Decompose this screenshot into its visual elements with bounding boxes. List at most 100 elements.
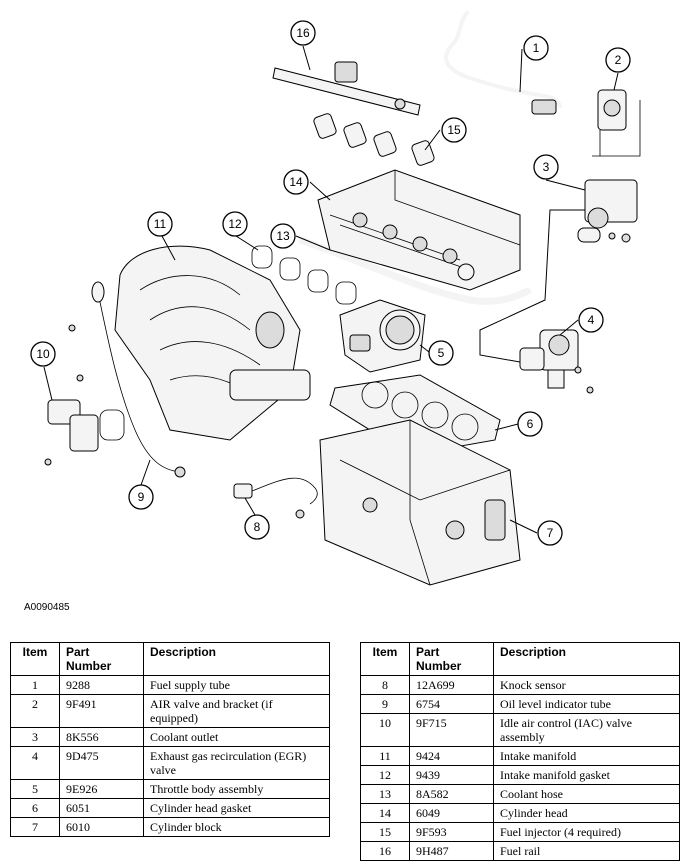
- item-cell: 1: [10, 675, 60, 695]
- fuel-supply-tube: [444, 10, 562, 115]
- part-number-cell: 12A699: [409, 675, 494, 695]
- part-number-cell: 9288: [59, 675, 144, 695]
- svg-text:7: 7: [547, 526, 554, 540]
- svg-text:13: 13: [276, 229, 290, 243]
- svg-text:12: 12: [228, 217, 242, 231]
- description-cell: Fuel injector (4 required): [493, 822, 680, 842]
- callout-5: 5: [428, 340, 454, 366]
- callout-3: 3: [533, 154, 559, 180]
- description-cell: Throttle body assembly: [143, 779, 330, 799]
- part-number-cell: 9E926: [59, 779, 144, 799]
- part-number-cell: 6051: [59, 798, 144, 818]
- svg-text:11: 11: [154, 217, 167, 231]
- callout-11: 11: [147, 211, 173, 237]
- callout-1: 1: [523, 35, 549, 61]
- intake-manifold-gaskets: [251, 245, 357, 305]
- part-number-cell: 9424: [409, 746, 494, 766]
- callout-4: 4: [578, 307, 604, 333]
- description-cell: Coolant hose: [493, 784, 680, 804]
- svg-text:15: 15: [447, 123, 461, 137]
- coolant-outlet: [577, 179, 638, 243]
- item-cell: 10: [360, 713, 410, 747]
- part-number-cell: 8A582: [409, 784, 494, 804]
- svg-text:1: 1: [533, 41, 540, 55]
- throttle-body: [339, 299, 426, 373]
- callout-7: 7: [537, 520, 563, 546]
- item-cell: 14: [360, 803, 410, 823]
- svg-text:4: 4: [588, 313, 595, 327]
- callout-12: 12: [222, 211, 248, 237]
- cylinder-head-gasket: [329, 374, 501, 456]
- description-cell: Oil level indicator tube: [493, 694, 680, 714]
- item-cell: 3: [10, 727, 60, 747]
- description-cell: Idle air control (IAC) valve assembly: [493, 713, 680, 747]
- svg-text:6: 6: [527, 417, 534, 431]
- item-cell: 6: [10, 798, 60, 818]
- callout-8: 8: [244, 514, 270, 540]
- callout-10: 10: [30, 341, 56, 367]
- description-cell: Knock sensor: [493, 675, 680, 695]
- intake-manifold: [114, 245, 311, 441]
- callout-15: 15: [441, 117, 467, 143]
- svg-text:9: 9: [138, 490, 145, 504]
- part-number-cell: 8K556: [59, 727, 144, 747]
- callout-2: 2: [605, 47, 631, 73]
- header-description: Description: [493, 642, 680, 676]
- svg-text:3: 3: [543, 160, 550, 174]
- description-cell: Cylinder head gasket: [143, 798, 330, 818]
- item-cell: 8: [360, 675, 410, 695]
- table-header-row: Item Part Number Description: [10, 642, 330, 676]
- oil-level-tube: [91, 281, 186, 478]
- item-cell: 13: [360, 784, 410, 804]
- part-number-cell: 9D475: [59, 746, 144, 780]
- svg-text:16: 16: [296, 26, 310, 40]
- description-cell: Fuel supply tube: [143, 675, 330, 695]
- part-number-cell: 6754: [409, 694, 494, 714]
- callout-9: 9: [128, 484, 154, 510]
- description-cell: Cylinder head: [493, 803, 680, 823]
- leader-lines: [43, 45, 619, 534]
- callout-13: 13: [270, 223, 296, 249]
- svg-text:5: 5: [438, 346, 445, 360]
- egr-valve: [519, 329, 579, 389]
- part-number-cell: 9F491: [59, 694, 144, 728]
- svg-text:10: 10: [36, 347, 50, 361]
- description-cell: Intake manifold: [493, 746, 680, 766]
- exploded-engine-diagram: 1 2 3 4 5 6 7 8 9 10 11 12 13 14 15 16: [30, 10, 641, 586]
- part-number-cell: 9H487: [409, 841, 494, 861]
- header-description: Description: [143, 642, 330, 676]
- svg-text:8: 8: [254, 520, 261, 534]
- description-cell: AIR valve and bracket (if equipped): [143, 694, 330, 728]
- item-cell: 12: [360, 765, 410, 785]
- header-part-number: Part Number: [409, 642, 494, 676]
- svg-text:2: 2: [615, 53, 622, 67]
- item-cell: 7: [10, 817, 60, 837]
- item-cell: 2: [10, 694, 60, 728]
- part-number-cell: 9439: [409, 765, 494, 785]
- header-item: Item: [10, 642, 60, 676]
- fasteners: [44, 232, 616, 466]
- part-number-cell: 9F715: [409, 713, 494, 747]
- description-cell: Exhaust gas recirculation (EGR) valve: [143, 746, 330, 780]
- table-header-row: Item Part Number Description: [360, 642, 680, 676]
- callout-6: 6: [517, 411, 543, 437]
- iac-valve: [47, 399, 125, 452]
- figure-id: A0090485: [24, 602, 70, 613]
- description-cell: Intake manifold gasket: [493, 765, 680, 785]
- air-valve-bracket: [592, 89, 641, 157]
